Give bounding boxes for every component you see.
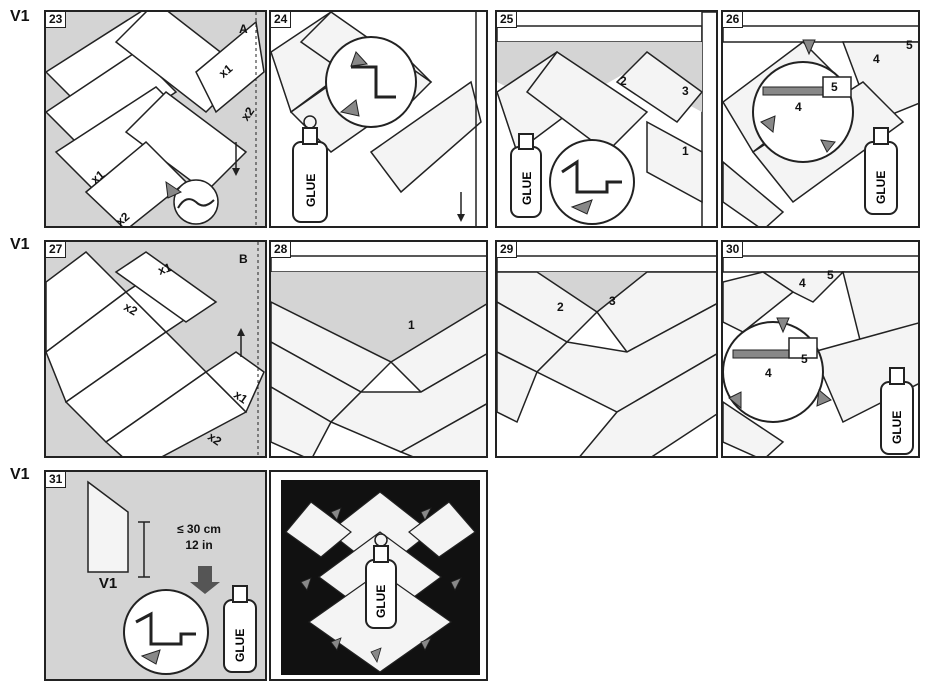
step-25-panel: 25 GLUE 2 3 1 bbox=[495, 10, 718, 228]
bottle-label: GLUE bbox=[374, 585, 388, 618]
plank-label-5-top: 5 bbox=[827, 268, 834, 282]
step-29-drawing bbox=[497, 242, 718, 458]
bottle-label: GLUE bbox=[520, 172, 534, 205]
plank-type-label: V1 bbox=[88, 576, 128, 591]
step-30-panel: 30 GLUE 4 5 4 5 bbox=[721, 240, 920, 458]
step-23-drawing bbox=[46, 12, 267, 228]
plank-label-1: 1 bbox=[408, 318, 415, 332]
step-number: 26 bbox=[723, 12, 743, 28]
final-pattern-drawing: GLUE bbox=[271, 472, 488, 681]
row-label-3: V1 bbox=[10, 466, 30, 484]
step-30-drawing: GLUE bbox=[723, 242, 920, 458]
bottle-label: GLUE bbox=[890, 411, 904, 444]
bottle-label: GLUE bbox=[304, 174, 318, 207]
row-label-2: V1 bbox=[10, 236, 30, 254]
step-31-panel: 31 GLUE ≤ 30 cm 12 in V1 bbox=[44, 470, 267, 681]
plank-label-4-top: 4 bbox=[873, 52, 880, 66]
step-28-panel: 28 1 bbox=[269, 240, 488, 458]
plank-label-4-zoom: 4 bbox=[795, 100, 802, 114]
max-length-in: 12 in bbox=[164, 538, 234, 553]
wall-letter: A bbox=[239, 22, 248, 36]
step-number: 23 bbox=[46, 12, 66, 28]
plank-label-5-zoom: 5 bbox=[831, 80, 838, 94]
step-number: 27 bbox=[46, 242, 66, 258]
step-number: 30 bbox=[723, 242, 743, 258]
plank-label-4-zoom: 4 bbox=[765, 366, 772, 380]
plank-label-4-top: 4 bbox=[799, 276, 806, 290]
step-28-drawing bbox=[271, 242, 488, 458]
step-24-drawing: GLUE bbox=[271, 12, 488, 228]
plank-label-1: 1 bbox=[682, 144, 689, 158]
plank-label-3: 3 bbox=[682, 84, 689, 98]
step-23-panel: 23 A x1 x2 x1 x2 bbox=[44, 10, 267, 228]
step-26-drawing: GLUE bbox=[723, 12, 920, 228]
plank-label-2: 2 bbox=[620, 74, 627, 88]
step-29-panel: 29 2 3 bbox=[495, 240, 718, 458]
wall-letter: B bbox=[239, 252, 248, 266]
step-26-panel: 26 GLUE 4 5 4 5 bbox=[721, 10, 920, 228]
step-number: 31 bbox=[46, 472, 66, 488]
final-pattern-panel: GLUE bbox=[269, 470, 488, 681]
step-27-panel: 27 B x1 x2 x1 x2 bbox=[44, 240, 267, 458]
step-number: 25 bbox=[497, 12, 517, 28]
plank-label-2: 2 bbox=[557, 300, 564, 314]
bottle-label: GLUE bbox=[233, 629, 247, 662]
plank-label-5-zoom: 5 bbox=[801, 352, 808, 366]
step-24-panel: 24 GLUE bbox=[269, 10, 488, 228]
plank-label-5-top: 5 bbox=[906, 38, 913, 52]
bottle-label: GLUE bbox=[874, 171, 888, 204]
step-25-drawing: GLUE bbox=[497, 12, 718, 228]
step-number: 24 bbox=[271, 12, 291, 28]
plank-label-3: 3 bbox=[609, 294, 616, 308]
arrow-down-icon bbox=[190, 566, 220, 594]
step-number: 28 bbox=[271, 242, 291, 258]
step-31-drawing: GLUE bbox=[46, 472, 267, 681]
max-length-cm: ≤ 30 cm bbox=[164, 522, 234, 537]
step-27-drawing bbox=[46, 242, 267, 458]
row-label-1: V1 bbox=[10, 8, 30, 26]
step-number: 29 bbox=[497, 242, 517, 258]
